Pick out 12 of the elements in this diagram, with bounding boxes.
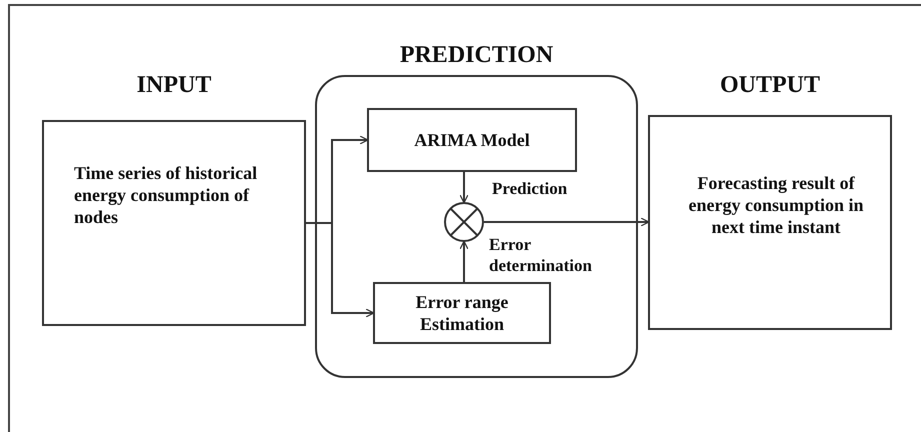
arrow (459, 172, 469, 204)
box-text: ARIMA Model (414, 129, 530, 151)
process-box (373, 282, 551, 344)
box-text: Time series of historical energy consumption of nodes (74, 162, 258, 228)
process-box (367, 108, 577, 172)
section-heading: OUTPUT (718, 71, 821, 100)
section-heading: INPUT (136, 71, 212, 100)
box-text: Forecasting result of energy consumption in next time instant (687, 172, 865, 238)
arrow (459, 240, 469, 282)
box-text: Error range Estimation (414, 291, 510, 335)
arrow (484, 217, 650, 227)
section-heading: PREDICTION (398, 41, 554, 70)
